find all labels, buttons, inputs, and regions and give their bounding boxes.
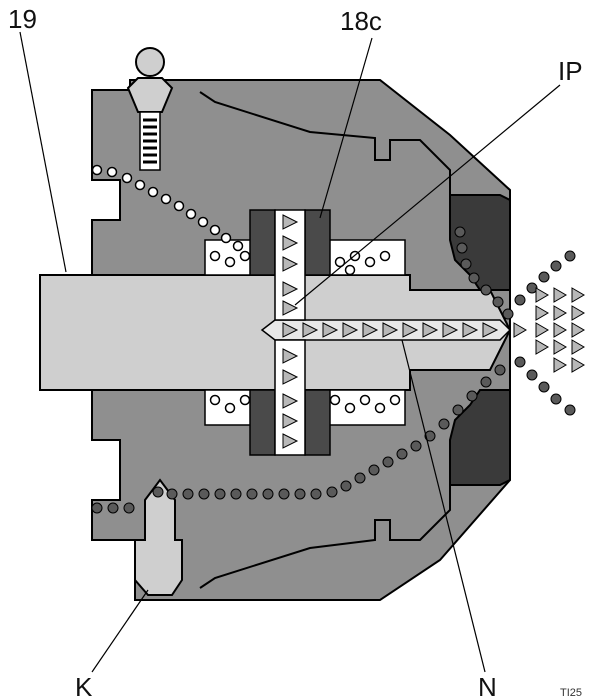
callout-n: N	[478, 672, 497, 698]
figure-reference: TI25	[560, 687, 582, 698]
upper-groove	[199, 91, 451, 210]
leader-19	[19, 31, 67, 273]
spray-triangles	[513, 287, 585, 373]
seal-lower-left	[249, 389, 276, 456]
callout-19: 19	[8, 4, 37, 34]
spray-fan-dots	[514, 250, 576, 416]
seal-upper-left	[249, 209, 276, 276]
leader-lines	[19, 31, 561, 673]
fluid-flow-triangles	[282, 214, 499, 449]
top-fitting	[126, 47, 174, 171]
air-cap-lower	[449, 389, 511, 486]
upper-fluid-flow	[454, 226, 514, 320]
callout-18c: 18c	[340, 6, 382, 36]
seal-lower-right	[304, 389, 331, 456]
seal-upper-right	[304, 209, 331, 276]
lower-air-flow	[209, 394, 401, 414]
upper-air-flow	[91, 164, 391, 276]
leader-18c	[319, 37, 373, 219]
lower-fluid-flow	[91, 364, 506, 514]
leader-ip	[294, 84, 561, 306]
callout-ip: IP	[558, 56, 583, 86]
lower-groove	[199, 470, 451, 589]
leader-n	[401, 339, 486, 673]
callout-k: K	[75, 672, 93, 698]
leader-k	[91, 589, 149, 673]
